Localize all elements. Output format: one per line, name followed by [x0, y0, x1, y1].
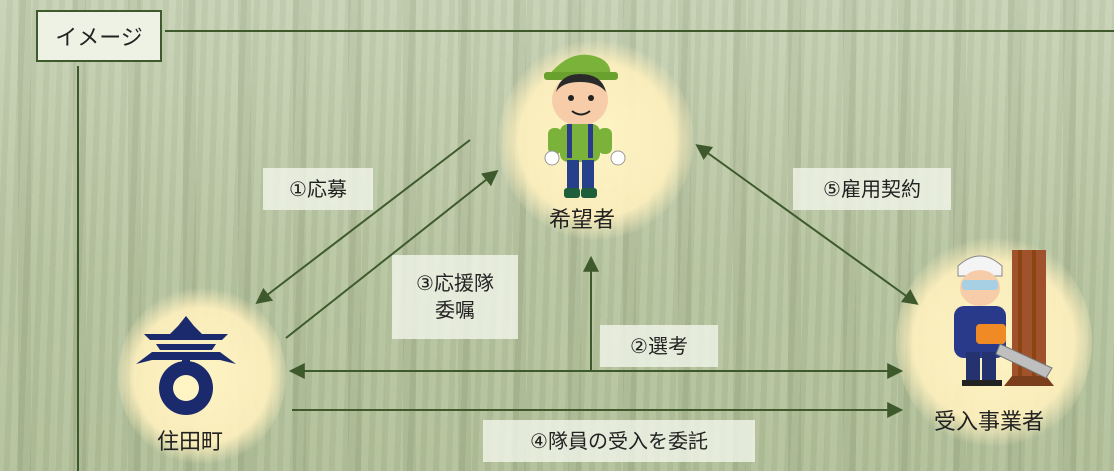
town-emblem-icon [136, 316, 236, 415]
selection-label: ②選考 [600, 325, 718, 367]
employment-arrow [695, 144, 919, 305]
apply-label: ①応募 [263, 168, 373, 210]
commission-arrow [285, 170, 499, 339]
commission-label-line2: 委嘱 [435, 298, 475, 322]
commission-label-line1: ③応援隊 [416, 271, 494, 295]
apply-arrow [255, 139, 471, 304]
entrust-label: ④隊員の受入を委託 [483, 420, 755, 462]
frame-left-line [77, 66, 79, 471]
town-label: 住田町 [157, 430, 224, 455]
image-tab-label: イメージ [36, 10, 162, 62]
commission-label: ③応援隊 委嘱 [392, 255, 518, 339]
applicant-label: 希望者 [549, 208, 616, 233]
operator-label: 受入事業者 [934, 410, 1045, 435]
hiker-person-icon [544, 54, 626, 198]
forestry-worker-icon [954, 250, 1054, 386]
frame-top-line [165, 30, 1114, 32]
